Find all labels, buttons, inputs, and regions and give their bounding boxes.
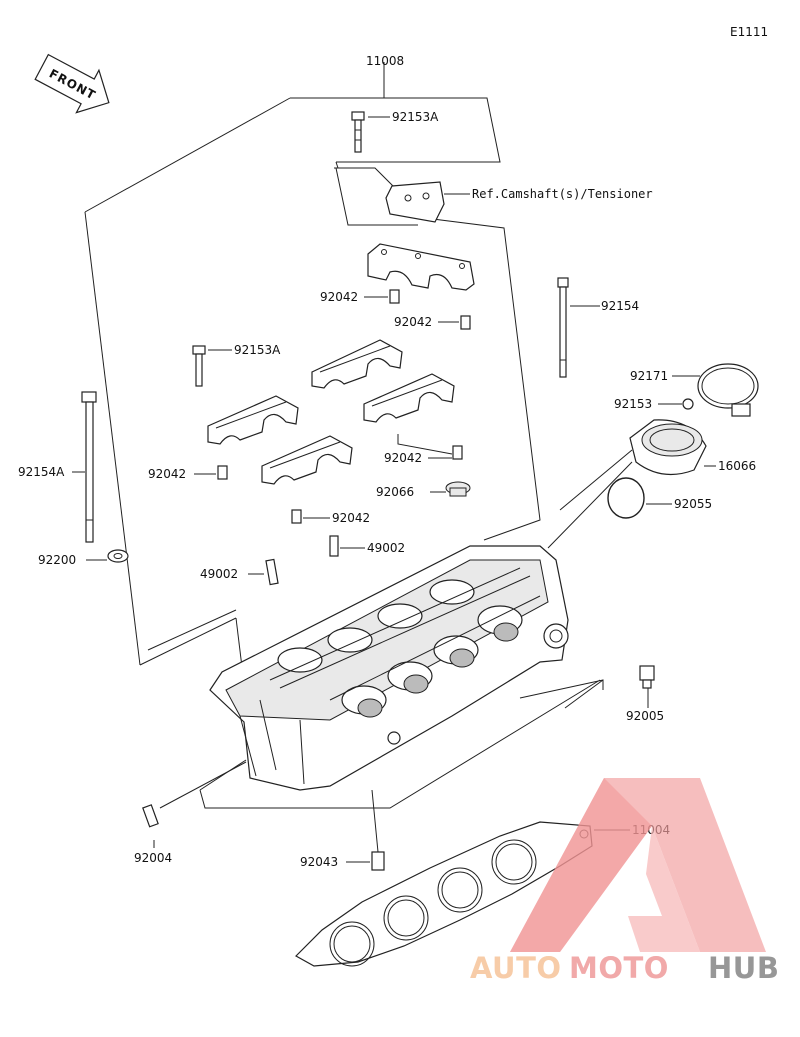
bolt-left: [192, 345, 232, 387]
label-92171: 92171: [630, 369, 668, 383]
cam-cap-center: [367, 243, 475, 291]
label-92154: 92154: [601, 299, 639, 313]
label-11008: 11008: [366, 54, 404, 68]
label-92153A-top: 92153A: [392, 110, 439, 124]
label-92005: 92005: [626, 709, 664, 723]
assembly-outline: [84, 62, 604, 809]
plug-92066: [430, 481, 471, 497]
label-92042-c: 92042: [384, 451, 422, 465]
cam-cap-2: [363, 373, 455, 423]
watermark-logo: AUTO MOTO HUB: [470, 778, 779, 985]
label-92200: 92200: [38, 553, 76, 567]
watermark-hub: HUB: [708, 951, 779, 985]
label-49002-left: 49002: [200, 567, 238, 581]
label-92153: 92153: [614, 397, 652, 411]
label-92042-b: 92042: [394, 315, 432, 329]
label-92042-e: 92042: [332, 511, 370, 525]
label-92055: 92055: [674, 497, 712, 511]
guide-49002-left: [248, 558, 279, 586]
label-92153A-left: 92153A: [234, 343, 281, 357]
label-92042-a: 92042: [320, 290, 358, 304]
cam-cap-4: [261, 435, 353, 485]
watermark-auto: AUTO: [470, 951, 562, 985]
washer-92200: [86, 549, 129, 563]
label-49002-right: 49002: [367, 541, 405, 555]
cam-cap-1: [311, 339, 403, 389]
small-bolt-92153: [658, 398, 694, 410]
front-arrow-icon: FRONT: [34, 53, 110, 114]
holder-16066: [629, 419, 716, 476]
diagram-code: E1111: [730, 25, 768, 39]
oring-92055: [607, 477, 672, 519]
watermark-moto: MOTO: [569, 951, 669, 985]
long-bolt-92154A: [72, 391, 97, 543]
dowel-92042-b: [438, 315, 471, 330]
label-92004: 92004: [134, 851, 172, 865]
ref-note: Ref.Camshaft(s)/Tensioner: [472, 187, 653, 201]
camshaft-bracket: [385, 181, 470, 223]
cam-cap-3: [207, 395, 299, 445]
label-16066: 16066: [718, 459, 756, 473]
label-92043: 92043: [300, 855, 338, 869]
label-92154A: 92154A: [18, 465, 65, 479]
dowel-92042-a: [364, 289, 400, 304]
clamp-92171: [672, 363, 759, 417]
bolt-top: [351, 111, 390, 153]
stud-92004: [142, 761, 247, 848]
fitting-92005: [639, 665, 655, 708]
cylinder-head: [209, 545, 569, 791]
dowel-92043: [346, 789, 385, 871]
guide-49002-right: [329, 535, 365, 557]
dowel-92042-d: [194, 465, 228, 480]
label-92042-d: 92042: [148, 467, 186, 481]
label-92066: 92066: [376, 485, 414, 499]
dowel-92042-e: [291, 509, 330, 524]
dowel-92042-c: [428, 445, 463, 460]
long-bolt-92154: [557, 277, 600, 378]
